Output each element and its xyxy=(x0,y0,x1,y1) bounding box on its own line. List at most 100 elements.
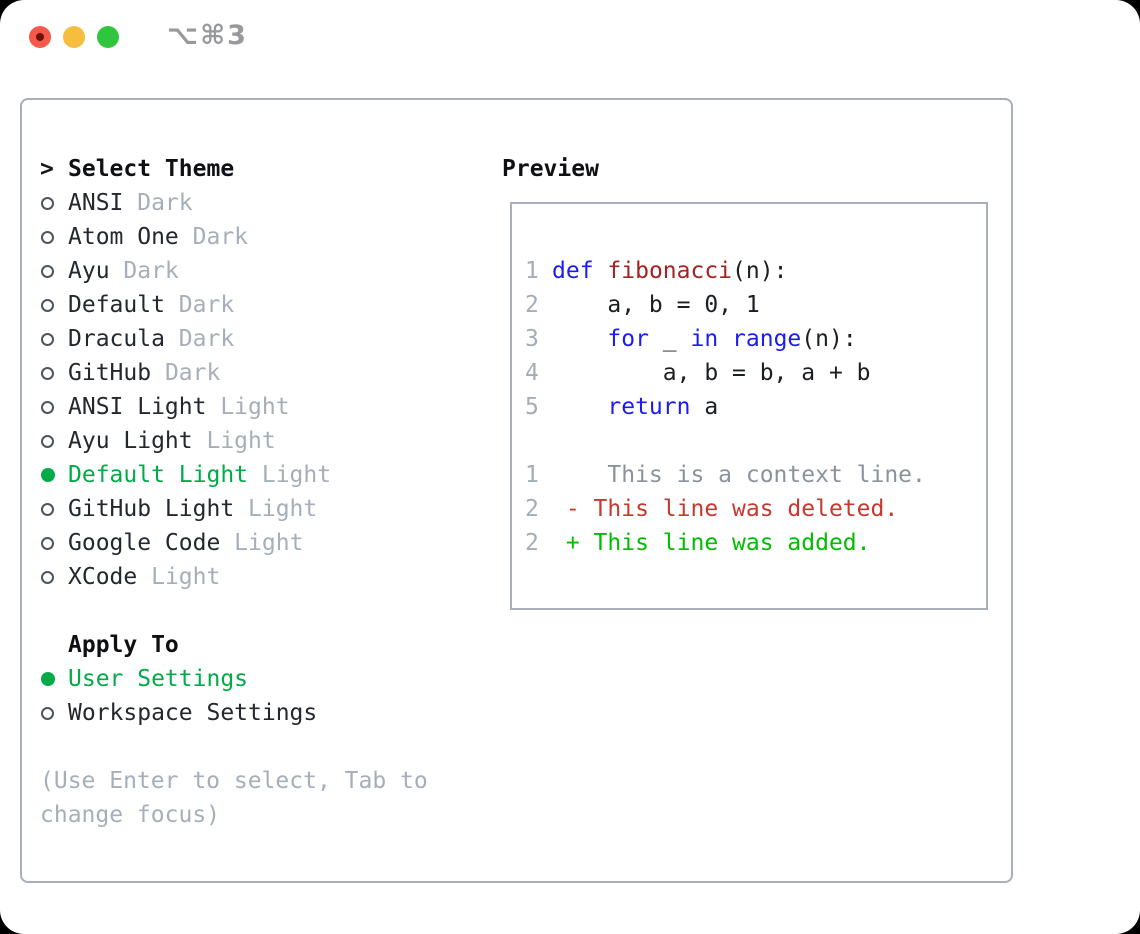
radio-unselected-icon xyxy=(41,502,54,516)
minimize-button[interactable] xyxy=(63,26,85,48)
radio-icon xyxy=(40,298,68,312)
theme-option-label: XCode xyxy=(68,564,138,590)
apply-to-option[interactable]: User Settings xyxy=(40,662,480,696)
radio-unselected-icon xyxy=(41,536,54,550)
theme-option[interactable]: Google Code Light xyxy=(40,526,480,560)
code-segment: - This line was deleted. xyxy=(552,496,899,522)
radio-unselected-icon xyxy=(41,264,54,278)
preview-title: Preview xyxy=(502,156,599,182)
theme-option-label: Dracula xyxy=(68,326,165,352)
theme-option-label: Ayu xyxy=(68,258,110,284)
code-segment: (n): xyxy=(732,258,788,284)
preview-line: 1 This is a context line. xyxy=(525,458,986,492)
theme-option-tag: Light xyxy=(234,496,318,522)
preview-line: 2 + This line was added. xyxy=(525,526,986,560)
theme-option-tag: Dark xyxy=(178,224,249,250)
theme-option[interactable]: Default Light Light xyxy=(40,458,480,492)
line-content: This is a context line. xyxy=(552,458,926,492)
theme-option-tag: Light xyxy=(137,564,221,590)
radio-selected-icon xyxy=(41,672,55,686)
theme-option[interactable]: Dracula Dark xyxy=(40,322,480,356)
radio-icon xyxy=(40,230,68,244)
preview-line: 4 a, b = b, a + b xyxy=(525,356,986,390)
code-segment: fibonacci xyxy=(607,258,733,284)
line-number: 4 xyxy=(525,360,539,386)
theme-option[interactable]: ANSI Dark xyxy=(40,186,480,220)
theme-list-title-label: Select Theme xyxy=(68,156,235,182)
radio-icon xyxy=(40,366,68,380)
code-segment xyxy=(552,394,607,420)
radio-unselected-icon xyxy=(41,332,54,346)
close-dot-icon xyxy=(36,33,44,41)
line-content: - This line was deleted. xyxy=(552,492,898,526)
radio-icon xyxy=(40,706,68,720)
radio-icon xyxy=(40,536,68,550)
theme-option[interactable]: Default Dark xyxy=(40,288,480,322)
code-segment: a, b = b, a + b xyxy=(552,360,871,386)
theme-option-label: Default Light xyxy=(68,462,249,488)
code-segment: def xyxy=(552,258,594,284)
radio-unselected-icon xyxy=(41,570,54,584)
theme-option-tag: Light xyxy=(220,530,304,556)
spacer xyxy=(40,594,480,628)
preview-line: 3 for _ in range(n): xyxy=(525,322,986,356)
line-number: 1 xyxy=(525,258,539,284)
code-segment: _ xyxy=(648,326,691,352)
apply-to-option-label: User Settings xyxy=(68,666,249,692)
radio-icon xyxy=(40,434,68,448)
theme-option[interactable]: Ayu Dark xyxy=(40,254,480,288)
line-number xyxy=(525,424,552,458)
apply-to-option[interactable]: Workspace Settings xyxy=(40,696,480,730)
radio-icon xyxy=(40,400,68,414)
help-text: (Use Enter to select, Tab to change focu… xyxy=(40,768,428,828)
line-number: 2 xyxy=(525,530,539,556)
theme-option[interactable]: Atom One Dark xyxy=(40,220,480,254)
theme-option[interactable]: Ayu Light Light xyxy=(40,424,480,458)
radio-icon xyxy=(40,264,68,278)
code-segment: range xyxy=(732,326,802,352)
theme-option[interactable]: GitHub Dark xyxy=(40,356,480,390)
preview-line: 2 - This line was deleted. xyxy=(525,492,986,526)
radio-unselected-icon xyxy=(41,706,54,720)
theme-option-label: ANSI Light xyxy=(68,394,207,420)
theme-option-label: ANSI xyxy=(68,190,124,216)
theme-option-tag: Dark xyxy=(164,326,235,352)
radio-icon xyxy=(40,570,68,584)
theme-option[interactable]: GitHub Light Light xyxy=(40,492,480,526)
code-segment xyxy=(594,258,608,284)
theme-option-tag: Dark xyxy=(109,258,179,284)
radio-unselected-icon xyxy=(41,230,54,244)
code-segment: a, b = 0, 1 xyxy=(552,292,760,318)
preview-line: 1 def fibonacci(n): xyxy=(525,254,986,288)
code-segment: in xyxy=(690,326,719,352)
theme-option-tag: Light xyxy=(192,428,276,454)
line-content: for _ in range(n): xyxy=(552,322,857,356)
theme-option-label: GitHub Light xyxy=(68,496,235,522)
close-button[interactable] xyxy=(29,26,51,48)
selection-cursor-icon: > xyxy=(40,156,54,182)
radio-unselected-icon xyxy=(41,400,54,414)
line-content: def fibonacci(n): xyxy=(552,254,787,288)
line-content: return a xyxy=(552,390,718,424)
theme-option[interactable]: XCode Light xyxy=(40,560,480,594)
preview-line: 5 return a xyxy=(525,390,986,424)
theme-option-label: Atom One xyxy=(68,224,179,250)
code-segment: return xyxy=(607,394,691,420)
zoom-button[interactable] xyxy=(97,26,119,48)
code-segment: a xyxy=(690,394,719,420)
line-content: a, b = b, a + b xyxy=(552,356,871,390)
apply-to-title: Apply To xyxy=(40,628,480,662)
code-segment xyxy=(552,326,607,352)
theme-option-tag: Dark xyxy=(151,360,221,386)
radio-unselected-icon xyxy=(41,196,54,210)
line-number: 2 xyxy=(525,292,539,318)
code-segment: (n): xyxy=(801,326,857,352)
theme-option-label: Google Code xyxy=(68,530,221,556)
radio-icon xyxy=(40,332,68,346)
apply-to-option-label: Workspace Settings xyxy=(68,700,318,726)
radio-unselected-icon xyxy=(41,366,54,380)
theme-option[interactable]: ANSI Light Light xyxy=(40,390,480,424)
